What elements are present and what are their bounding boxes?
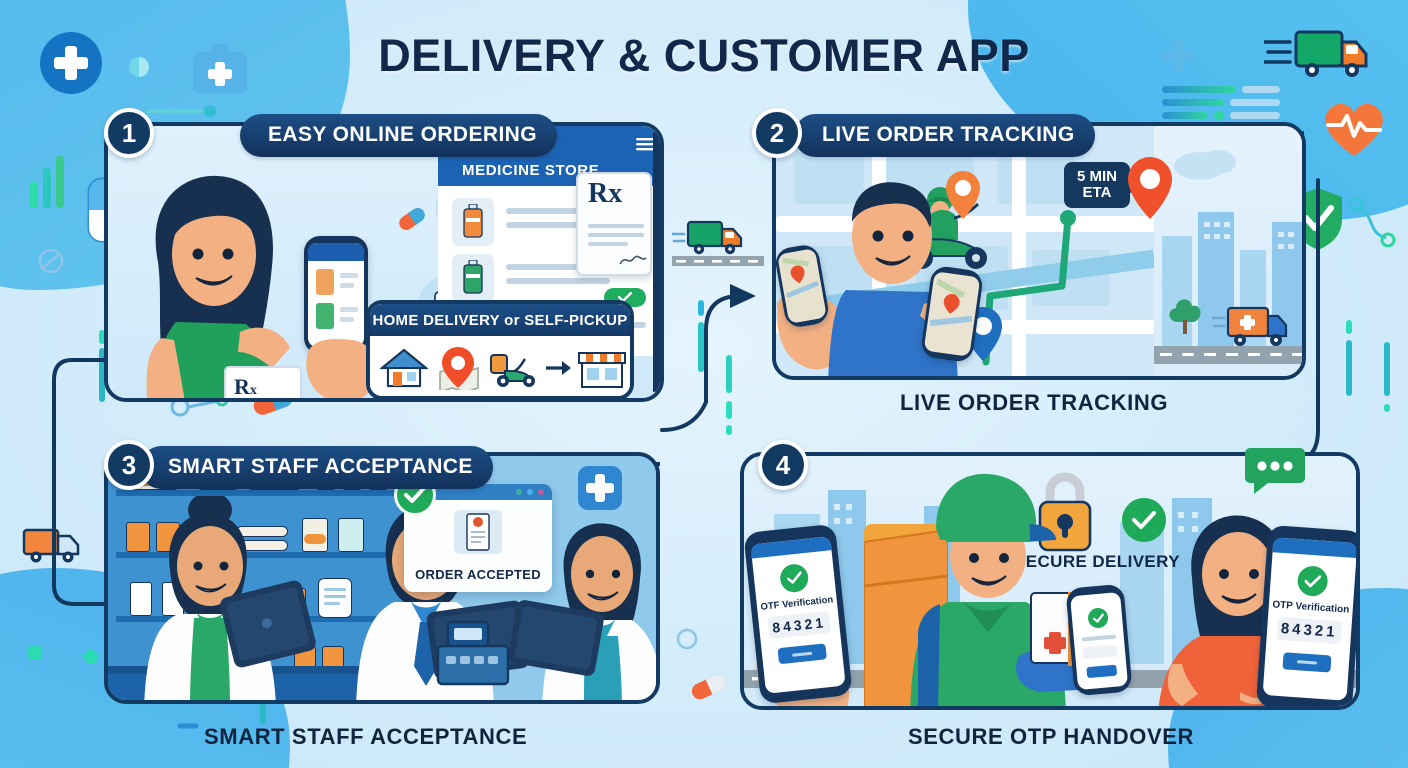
capsule-icon-bottom: [688, 672, 730, 702]
verified-check-icon: [1122, 498, 1166, 542]
city-skyline: [1154, 126, 1302, 376]
otp-submit-button-left[interactable]: [777, 643, 827, 665]
cross-small-icon: [1158, 36, 1198, 76]
order-status-text: ORDER ACCEPTED: [415, 567, 541, 582]
otp-check-icon: [778, 562, 810, 594]
window-dot-green: [516, 489, 522, 495]
phone-frame-edge: [653, 132, 660, 392]
panel-1-label: EASY ONLINE ORDERING: [240, 114, 557, 157]
otp-check-icon-small: [1087, 607, 1109, 629]
tracking-phone-held[interactable]: [919, 264, 985, 364]
delivery-options-banner[interactable]: HOME DELIVERY or SELF-PICKUP: [366, 300, 634, 400]
bar-chart-icon: [26, 148, 76, 208]
medical-cross-icon: [40, 32, 102, 94]
panel-live-order-tracking[interactable]: 5 MIN ETA: [772, 122, 1306, 380]
chat-bubble-icon: [1244, 446, 1306, 496]
storefront-icon: [576, 347, 628, 394]
rx-symbol: Rx: [588, 178, 623, 209]
step-badge-2: 2: [752, 108, 802, 158]
otp-phone-left[interactable]: OTF Verification 84321: [744, 523, 853, 705]
step-badge-3: 3: [104, 440, 154, 490]
hand-holding-phone: [294, 322, 386, 398]
panel-secure-otp-handover[interactable]: SECURE DELIVERY OTF Verification 84321: [740, 452, 1360, 710]
customer-phone[interactable]: [304, 236, 368, 354]
accent-tick: [1344, 320, 1354, 396]
map-pin-orange-icon: [944, 170, 982, 220]
secure-delivery-text: SECURE DELIVERY: [1014, 552, 1180, 571]
map-pin-icon: [434, 346, 482, 395]
customer-phone-small[interactable]: [1065, 583, 1133, 697]
otp-submit-button-small[interactable]: [1086, 664, 1118, 679]
pharmacist-female-2: [538, 508, 656, 700]
page-title: DELIVERY & CUSTOMER APP: [378, 30, 1030, 81]
panel-smart-staff-acceptance[interactable]: ORDER ACCEPTED: [104, 452, 660, 704]
cash-register: [434, 616, 512, 688]
otp-code-right: 84321: [1276, 616, 1342, 645]
eta-label: ETA: [1082, 184, 1112, 201]
window-dot-blue: [527, 489, 533, 495]
hamburger-menu-icon[interactable]: [636, 138, 654, 151]
panel-3-label: SMART STAFF ACCEPTANCE: [140, 446, 493, 489]
receipt-thumbnail: [454, 510, 502, 554]
panel-2-label: LIVE ORDER TRACKING: [794, 114, 1095, 157]
pill-icon: [128, 56, 150, 78]
accent-tick: [696, 300, 706, 372]
map-pin-destination-icon: [1126, 156, 1174, 220]
delivery-truck-road-icon: [670, 212, 764, 270]
step-badge-4: 4: [758, 440, 808, 490]
decor-line-dot: [146, 104, 218, 117]
otp-check-icon-right: [1296, 565, 1329, 598]
decor-lines-gradient: [1162, 84, 1282, 130]
panel-easy-online-ordering[interactable]: Rx: [104, 122, 664, 402]
eta-minutes: 5 MIN: [1076, 167, 1117, 185]
first-aid-kit-icon: [190, 42, 250, 98]
home-icon: [378, 347, 430, 394]
medical-cross-badge-icon: [578, 466, 622, 510]
decor-curve-dots: [1348, 196, 1408, 296]
panel-3-caption: SMART STAFF ACCEPTANCE: [204, 724, 528, 749]
capsule-inline-icon: [396, 206, 428, 232]
heart-pulse-icon: [1318, 92, 1390, 160]
otp-phone-right[interactable]: OTP Verification 84321: [1255, 524, 1356, 706]
otp-submit-button-right[interactable]: [1282, 652, 1332, 673]
customer-illustration: [122, 162, 312, 398]
decor-ring: [676, 628, 698, 650]
delivery-truck-icon: [1262, 24, 1374, 84]
window-dot-purple: [538, 489, 544, 495]
step-badge-1: 1: [104, 108, 154, 158]
app-header-title: MEDICINE STORE: [462, 162, 600, 179]
rx-prescription-card: Rx: [224, 366, 302, 398]
truck-small-icon: [22, 522, 90, 568]
arrow-right-icon: [545, 360, 571, 381]
delivery-options-title: HOME DELIVERY or SELF-PICKUP: [372, 311, 628, 329]
otp-code-left: 84321: [767, 610, 832, 640]
accent-tick: [724, 355, 734, 435]
decor-dot-green: [84, 650, 98, 664]
rx-document: Rx: [576, 172, 652, 276]
scooter-icon: [487, 347, 539, 394]
panel-4-caption: SECURE OTP HANDOVER: [908, 724, 1195, 749]
tablet-pill-icon: [38, 248, 64, 274]
panel-2-caption: LIVE ORDER TRACKING: [900, 390, 1169, 415]
otp-title-right: OTP Verification: [1271, 599, 1350, 616]
decor-dot-green: [26, 644, 44, 662]
courier-illustration: [904, 466, 1074, 706]
medical-truck-icon: [1210, 302, 1302, 354]
accent-tick: [1382, 342, 1392, 422]
eta-badge: 5 MIN ETA: [1064, 162, 1139, 208]
tracking-phone[interactable]: [776, 242, 831, 330]
product-row[interactable]: [452, 198, 652, 246]
